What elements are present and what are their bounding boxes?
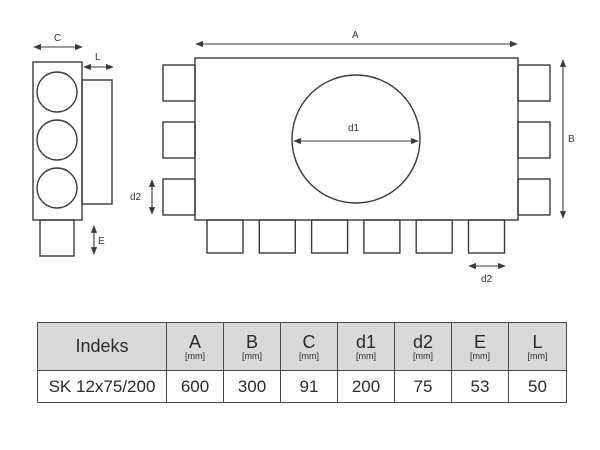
- cell-e: 53: [451, 370, 509, 403]
- front-view: [162, 57, 551, 254]
- header-name: L: [532, 331, 543, 352]
- label-b: B: [568, 134, 575, 145]
- bottom-outlet-5: [415, 219, 453, 254]
- right-outlet-3: [517, 178, 551, 216]
- label-l: L: [95, 52, 101, 63]
- side-outlet-circle-2: [36, 119, 78, 161]
- label-d2-side: d2: [130, 192, 142, 203]
- header-name: d2: [412, 331, 434, 352]
- header-unit: [mm]: [299, 350, 319, 361]
- spec-table-header-row: Indeks A[mm]B[mm]C[mm]d1[mm]d2[mm]E[mm]L…: [37, 322, 567, 371]
- spec-table: Indeks A[mm]B[mm]C[mm]d1[mm]d2[mm]E[mm]L…: [37, 322, 567, 403]
- header-e: E[mm]: [451, 322, 509, 371]
- header-unit: [mm]: [413, 350, 433, 361]
- left-outlet-3: [162, 178, 196, 216]
- header-d1: d1[mm]: [337, 322, 395, 371]
- side-outlet-circle-3: [36, 167, 78, 209]
- bottom-outlet-4: [363, 219, 401, 254]
- side-outlet-circle-1: [36, 71, 78, 113]
- cell-a: 600: [166, 370, 224, 403]
- header-name: d1: [355, 331, 377, 352]
- header-b: B[mm]: [223, 322, 281, 371]
- cell-index: SK 12x75/200: [37, 370, 167, 403]
- header-name: E: [473, 331, 486, 352]
- cell-d2: 75: [394, 370, 452, 403]
- header-name: A: [188, 331, 201, 352]
- bottom-outlet-6: [467, 219, 506, 254]
- bottom-outlet-3: [310, 219, 349, 254]
- header-index-label: Indeks: [75, 336, 129, 356]
- side-view-outlet-profile: [81, 79, 113, 205]
- bottom-outlet-2: [258, 219, 296, 254]
- header-unit: [mm]: [527, 350, 548, 361]
- left-outlet-1: [162, 64, 196, 102]
- header-unit: [mm]: [356, 350, 376, 361]
- main-inlet-circle: [291, 74, 421, 204]
- front-view-body: [194, 57, 519, 221]
- label-a: A: [352, 30, 359, 41]
- header-name: C: [302, 331, 316, 352]
- label-d1: d1: [348, 123, 360, 134]
- header-d2: d2[mm]: [394, 322, 452, 371]
- header-unit: [mm]: [242, 350, 262, 361]
- side-view-bottom-outlet: [39, 219, 75, 257]
- header-c: C[mm]: [280, 322, 338, 371]
- technical-drawing: C L A B d1 d2 d2 E: [32, 30, 575, 285]
- bottom-outlet-1: [206, 219, 244, 254]
- header-a: A[mm]: [166, 322, 224, 371]
- cell-l: 50: [508, 370, 567, 403]
- cell-b: 300: [223, 370, 281, 403]
- cell-c: 91: [280, 370, 338, 403]
- right-outlet-2: [517, 121, 551, 159]
- label-c: C: [54, 33, 61, 44]
- header-index: Indeks: [37, 322, 167, 371]
- header-unit: [mm]: [185, 350, 205, 361]
- header-unit: [mm]: [470, 350, 490, 361]
- left-outlet-2: [162, 121, 196, 159]
- label-d2-bottom: d2: [481, 274, 493, 285]
- cell-d1: 200: [337, 370, 395, 403]
- header-l: L[mm]: [508, 322, 567, 371]
- right-outlet-1: [517, 64, 551, 102]
- label-e: E: [98, 236, 105, 247]
- side-view: [32, 61, 113, 257]
- header-name: B: [245, 331, 258, 352]
